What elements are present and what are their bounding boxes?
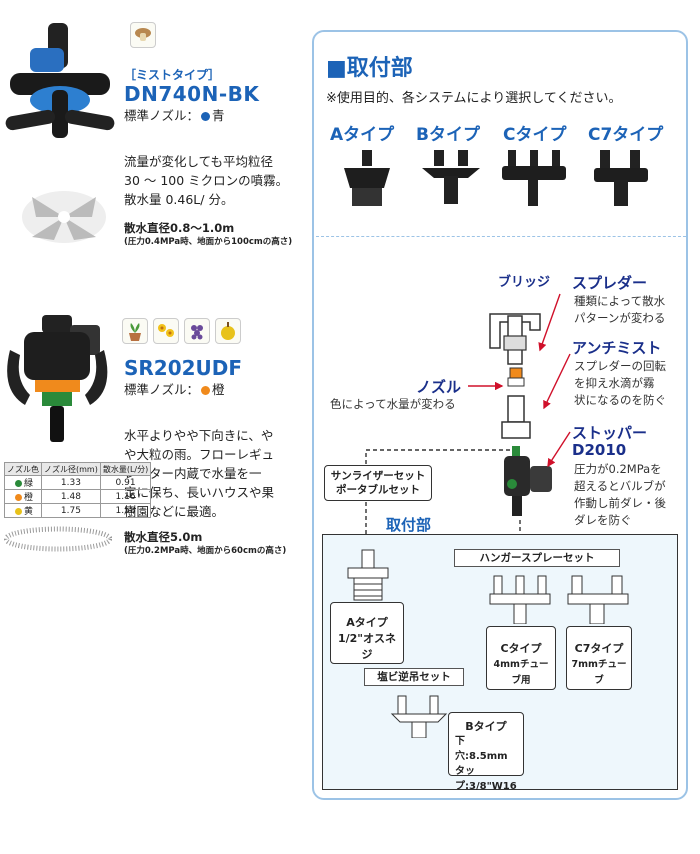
product1-nozzle: 標準ノズル： 青	[124, 106, 225, 125]
type-c-fitting-drawing	[489, 575, 551, 624]
spreader-callout: スプレダー	[572, 274, 648, 292]
nozzle-description: 色によって水量が変わる	[330, 397, 456, 411]
table-header: ノズル径(mm)	[41, 462, 101, 476]
nozzle-callout: ノズル	[416, 378, 462, 396]
mount-section-label: 取付部	[386, 516, 432, 534]
type-c-label: Cタイプ	[503, 125, 567, 145]
fitting-types-images	[344, 150, 648, 206]
type-c-box: Cタイプ 4mmチューブ用	[486, 626, 556, 690]
bridge-callout: ブリッジ	[498, 275, 551, 290]
product1-description: 流量が変化しても平均粒径 30 ～ 100 ミクロンの噴霧。 散水量 0.46L…	[124, 154, 289, 207]
antimist-description: スプレダーの回転 を抑え水滴が霧 状になるのを防ぐ	[574, 359, 666, 407]
type-b-fitting-drawing	[390, 695, 448, 738]
color-dot	[14, 494, 22, 501]
type-b-box: Bタイプ 下穴:8.5mm タップ:3/8"W16	[448, 712, 524, 792]
product1-spray-condition: (圧力0.4MPa時、地面から100cmの高さ)	[124, 237, 293, 247]
grape-icon	[184, 318, 210, 344]
type-c7-label: C7タイプ	[588, 125, 664, 145]
mushroom-icon	[130, 22, 156, 48]
antimist-callout: アンチミスト	[572, 339, 662, 357]
dn740-sprinkler-image	[5, 23, 115, 138]
mount-title: ■取付部	[326, 56, 413, 81]
stopper-description: 圧力が0.2MPaを 超えるとバルブが 作動し前ダレ・後 ダレを防ぐ	[574, 462, 666, 527]
table-header: 散水量(L/分)	[99, 462, 152, 476]
nozzle-color-name: 青	[212, 108, 225, 123]
product1-spray-diameter: 散水直径0.8～1.0m	[124, 221, 235, 235]
product1-category: ［ミストタイプ］	[124, 68, 221, 82]
sunriser-portable-set-label: サンライザーセット ポータブルセット	[324, 465, 432, 501]
table-row: 橙 1.48 1.16	[4, 489, 152, 504]
product2-spray-condition: (圧力0.2MPa時、地面から60cmの高さ)	[124, 546, 287, 556]
table-header: ノズル色	[4, 462, 42, 476]
table-row: 黄 1.75 1.58	[4, 503, 152, 518]
pvc-reverse-set-label: 塩ビ逆吊セット	[364, 668, 464, 686]
nozzle-label: 標準ノズル：	[124, 108, 200, 123]
sr202udf-sprinkler-image	[7, 315, 108, 442]
rain-spray-pattern-image	[4, 526, 112, 552]
callout-arrows	[468, 293, 571, 468]
product2-spray-diameter: 散水直径5.0m	[124, 530, 203, 544]
nozzle-spec-table: ノズル色 ノズル径(mm) 散水量(L/分) 緑 1.33 0.91 橙 1.4…	[4, 462, 152, 518]
type-a-label: Aタイプ	[330, 125, 395, 145]
flower-icon	[153, 318, 179, 344]
type-b-label: Bタイプ	[416, 125, 480, 145]
assembly-diagram	[489, 313, 552, 516]
plant-pot-icon	[122, 318, 148, 344]
hanger-spray-set-label: ハンガースプレーセット	[454, 549, 620, 567]
pear-icon	[215, 318, 241, 344]
product2-model: SR202UDF	[124, 356, 243, 380]
color-dot	[14, 480, 22, 487]
table-row: 緑 1.33 0.91	[4, 475, 152, 490]
nozzle-color-dot	[201, 112, 211, 121]
type-c7-box: C7タイプ 7mmチューブ	[566, 626, 632, 690]
section-divider	[316, 236, 686, 237]
mist-spray-pattern-image	[22, 191, 106, 243]
mount-subtitle: ※使用目的、各システムにより選択してください。	[326, 91, 622, 106]
nozzle-color-dot	[201, 386, 211, 395]
type-c7-fitting-drawing	[567, 575, 629, 624]
stopper-callout: ストッパー D2010	[572, 424, 648, 459]
spreader-description: 種類によって散水 パターンが変わる	[574, 294, 666, 325]
product1-model: DN740N-BK	[124, 82, 260, 106]
type-a-fitting-drawing	[347, 549, 389, 601]
product2-nozzle: 標準ノズル：橙	[124, 382, 225, 397]
color-dot	[14, 508, 22, 515]
type-a-box: Aタイプ 1/2"オスネジ	[330, 602, 404, 664]
